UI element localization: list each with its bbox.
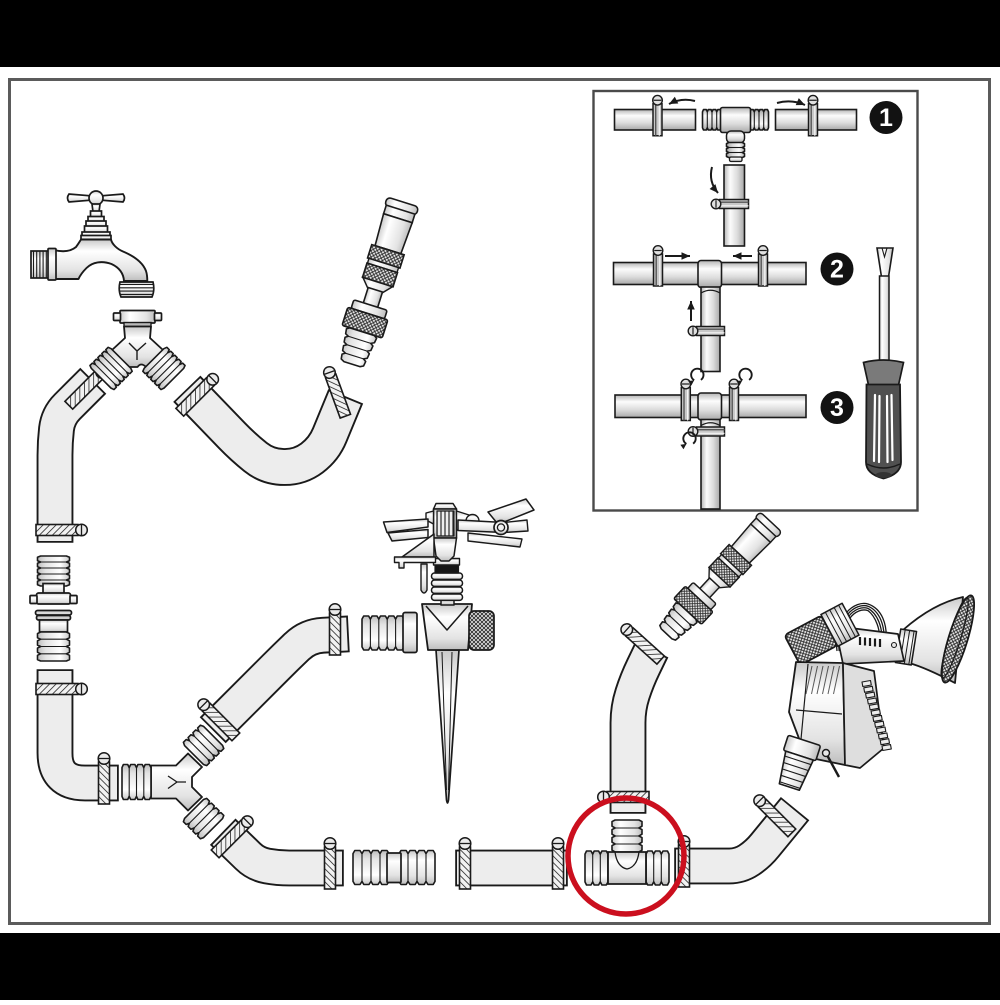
svg-text:2: 2 <box>830 256 844 284</box>
svg-text:1: 1 <box>879 104 893 132</box>
svg-text:3: 3 <box>830 394 844 422</box>
